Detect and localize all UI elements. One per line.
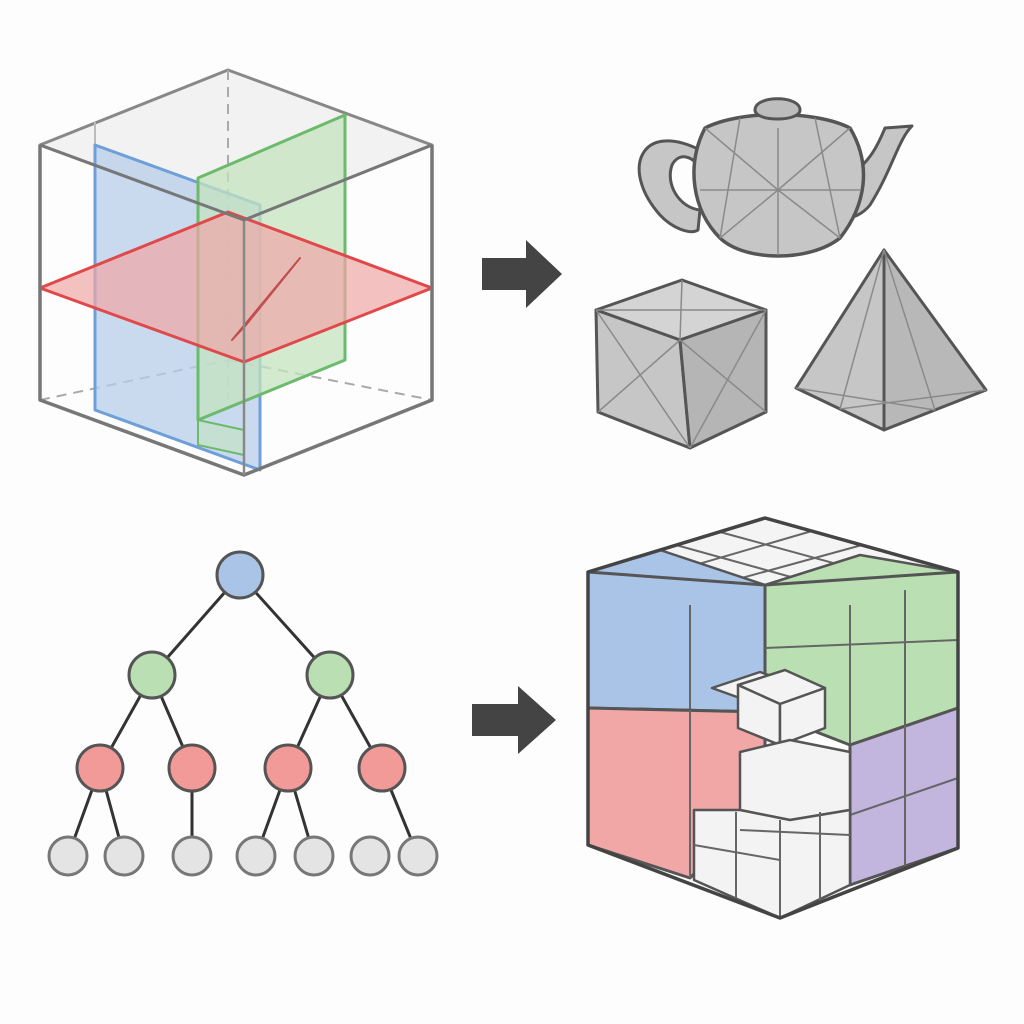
- tree-leaf-node: [397, 835, 439, 877]
- tree-node: [263, 743, 313, 793]
- tree-node: [305, 650, 355, 700]
- right-arrow-icon: [472, 686, 556, 754]
- teapot-icon: [637, 97, 914, 258]
- cube-top-edge: [243, 143, 433, 222]
- right-arrow-icon: [482, 240, 562, 308]
- red-plane-fold: [231, 257, 301, 341]
- tree-leaf-node: [235, 835, 277, 877]
- mesh-objects: [594, 97, 988, 450]
- tree-leaf-node: [171, 835, 213, 877]
- tree-node: [75, 743, 125, 793]
- tree-node: [357, 743, 407, 793]
- tree-leaf-node: [293, 835, 335, 877]
- tree-node: [127, 650, 177, 700]
- octree-white-cells: [692, 668, 852, 920]
- tree-root-node: [215, 550, 265, 600]
- octree-outline: [586, 516, 960, 920]
- pyramid-icon: [794, 248, 988, 432]
- teapot-handle: [637, 139, 704, 234]
- bsp-cube: [38, 68, 434, 477]
- tree-leaf-node: [349, 835, 391, 877]
- tree-leaf-node: [103, 835, 145, 877]
- octree-cube: [586, 516, 960, 920]
- tree-node: [167, 743, 217, 793]
- teapot-lid: [753, 97, 802, 121]
- binary-tree: [47, 550, 439, 877]
- octree-white-grid: [693, 812, 851, 918]
- cube-top-edge: [39, 143, 245, 222]
- solid-cube-icon: [594, 278, 768, 450]
- tree-leaf-node: [47, 835, 89, 877]
- teapot-mesh: [700, 117, 860, 255]
